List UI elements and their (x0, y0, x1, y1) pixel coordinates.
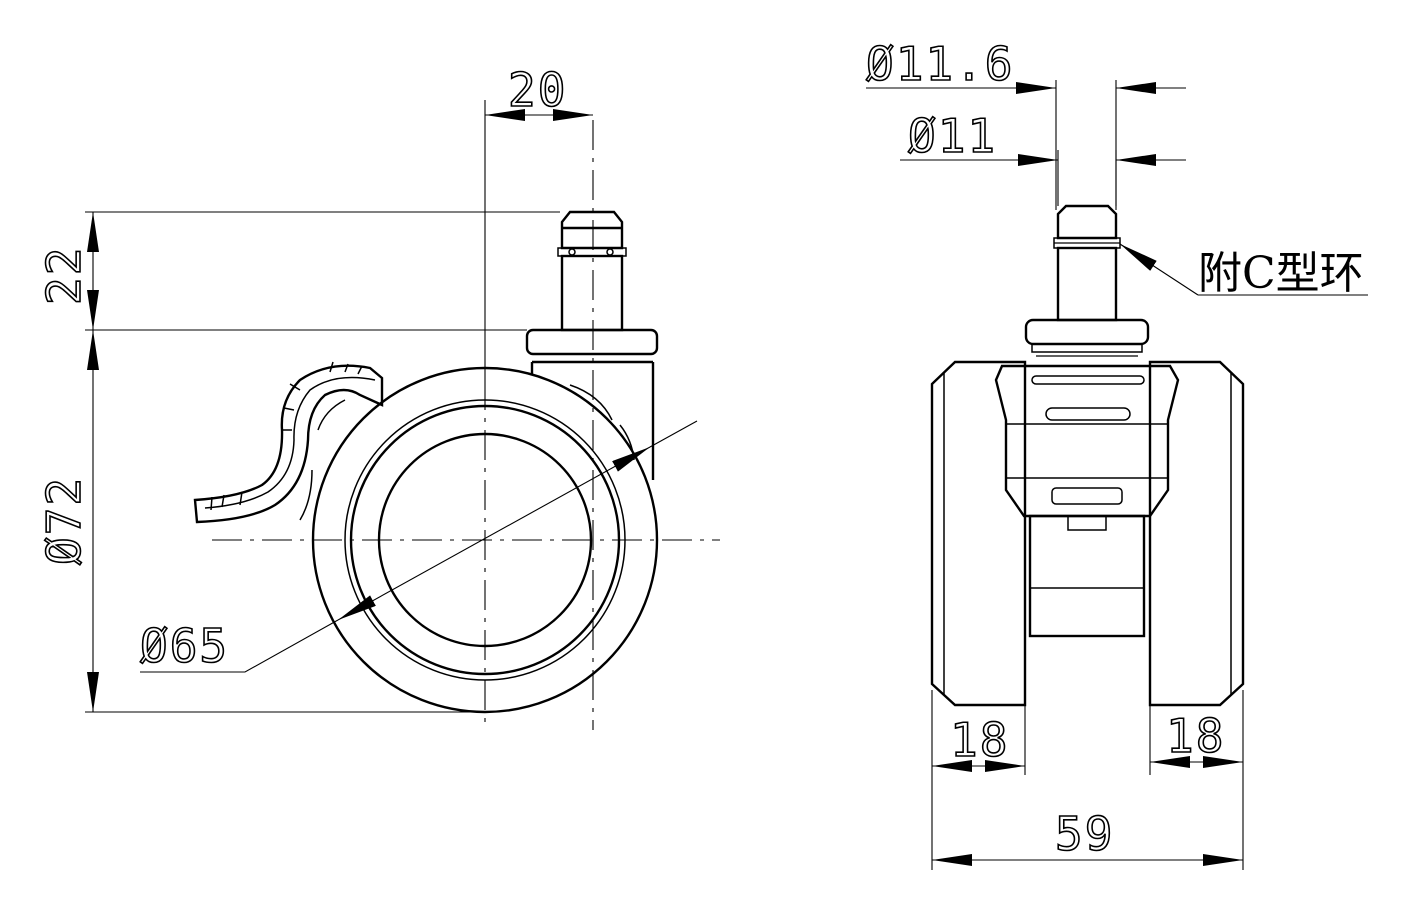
ring-dot-left (568, 248, 576, 256)
housing-slot-low (1051, 487, 1123, 505)
brake-lever-serrations (210, 361, 363, 511)
housing-slot-mid (1045, 407, 1131, 421)
c-ring-label: 附C型环 (1198, 248, 1364, 299)
brake-pivot (299, 399, 346, 521)
left-wheel (930, 360, 1027, 707)
dim-label-18-right: 18 (1166, 709, 1225, 763)
housing-slot-top (1031, 375, 1145, 385)
axle-tab (1067, 515, 1107, 531)
dim-label-59: 59 (1055, 807, 1114, 861)
brake-lever (193, 364, 384, 524)
dim-label-72: Ø72 (37, 476, 91, 565)
brake-lever-inner (204, 376, 376, 509)
front-stem-tip (1056, 204, 1118, 240)
dim-label-65: Ø65 (140, 619, 229, 673)
dim-label-20: 20 (508, 63, 567, 117)
leader-65-ext (649, 420, 698, 448)
leader-65 (140, 619, 339, 673)
dim-label-11-6: Ø11.6 (866, 37, 1014, 91)
front-collar (1024, 318, 1150, 346)
front-housing (994, 364, 1180, 518)
dim-line-65 (337, 446, 651, 621)
ring-dot-right (606, 248, 614, 256)
c-ring-leader (1119, 243, 1199, 296)
side-view: 20 22 Ø72 Ø65 (36, 62, 720, 730)
dim-label-18-left: 18 (950, 713, 1009, 767)
stem-collar (525, 328, 659, 356)
dim-label-22: 22 (37, 246, 91, 305)
front-view: Ø11.6 Ø11 附C型环 18 18 59 (865, 36, 1368, 870)
dim-label-11: Ø11 (908, 109, 997, 163)
axle-box (1028, 514, 1146, 638)
stem-tip (560, 210, 624, 250)
right-wheel (1148, 360, 1245, 707)
front-stem-shaft (1056, 246, 1118, 322)
stem-shaft (560, 254, 624, 332)
c-ring-groove (557, 247, 627, 257)
front-collar-base (1031, 343, 1143, 353)
